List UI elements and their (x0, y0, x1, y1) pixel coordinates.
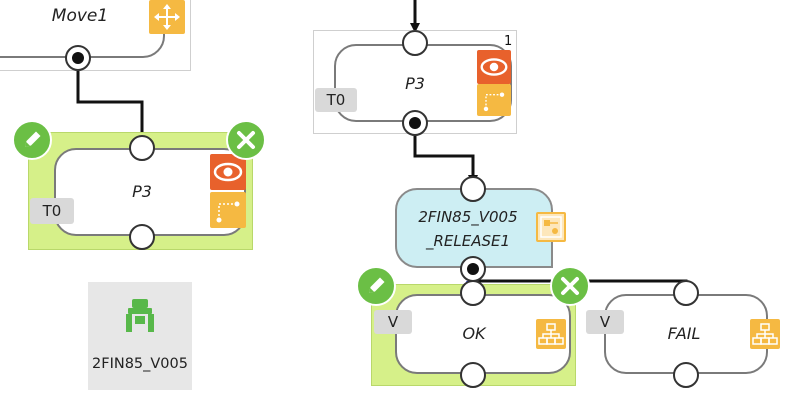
gripper-icon (126, 299, 154, 332)
ok-node-label: OK (462, 324, 486, 343)
p3-left-node-label: P3 (132, 182, 152, 201)
ok-output-port[interactable] (460, 362, 486, 388)
fail-output-port[interactable] (673, 362, 699, 388)
ok-v-badge: V (374, 310, 412, 334)
p3-right-output-port[interactable] (402, 110, 428, 136)
move1-output-port[interactable] (65, 45, 91, 71)
pencil-icon[interactable] (12, 120, 52, 160)
pencil-icon[interactable] (356, 266, 396, 306)
p3-right-t-badge: T0 (315, 88, 357, 112)
connection-p3-to-release[interactable] (413, 124, 478, 185)
p3-right-corner-number: 1 (504, 34, 513, 49)
p3-left-output-port[interactable] (129, 224, 155, 250)
path-icon[interactable] (210, 192, 246, 228)
release-output-port[interactable] (460, 256, 486, 282)
hierarchy-icon[interactable] (536, 319, 566, 349)
hierarchy-icon[interactable] (750, 319, 780, 349)
fail-v-badge: V (586, 310, 624, 334)
p3-left-t-badge: T0 (30, 198, 74, 224)
release-node-label-line1: 2FIN85_V005 (418, 208, 518, 226)
p3-left-input-port[interactable] (129, 135, 155, 161)
move1-node-label: Move1 (51, 6, 109, 26)
release-node-label-line2: _RELEASE1 (425, 232, 511, 250)
path-icon[interactable] (477, 84, 511, 116)
palette-gripper-label: 2FIN85_V005 (92, 356, 188, 372)
release-icon[interactable] (536, 212, 566, 242)
move-arrows-icon[interactable] (149, 0, 185, 34)
p3-right-input-port[interactable] (402, 30, 428, 56)
fail-input-port[interactable] (673, 280, 699, 306)
release-input-port[interactable] (460, 176, 486, 202)
close-icon[interactable] (226, 120, 266, 160)
connection-move1-to-p3[interactable] (76, 60, 147, 143)
palette-gripper-item[interactable]: 2FIN85_V005 (88, 282, 192, 390)
eye-icon[interactable] (210, 154, 246, 190)
fail-node-label: FAIL (667, 324, 701, 343)
eye-icon[interactable] (477, 50, 511, 84)
p3-right-node-label: P3 (405, 74, 425, 93)
close-icon[interactable] (550, 266, 590, 306)
ok-input-port[interactable] (460, 280, 486, 306)
